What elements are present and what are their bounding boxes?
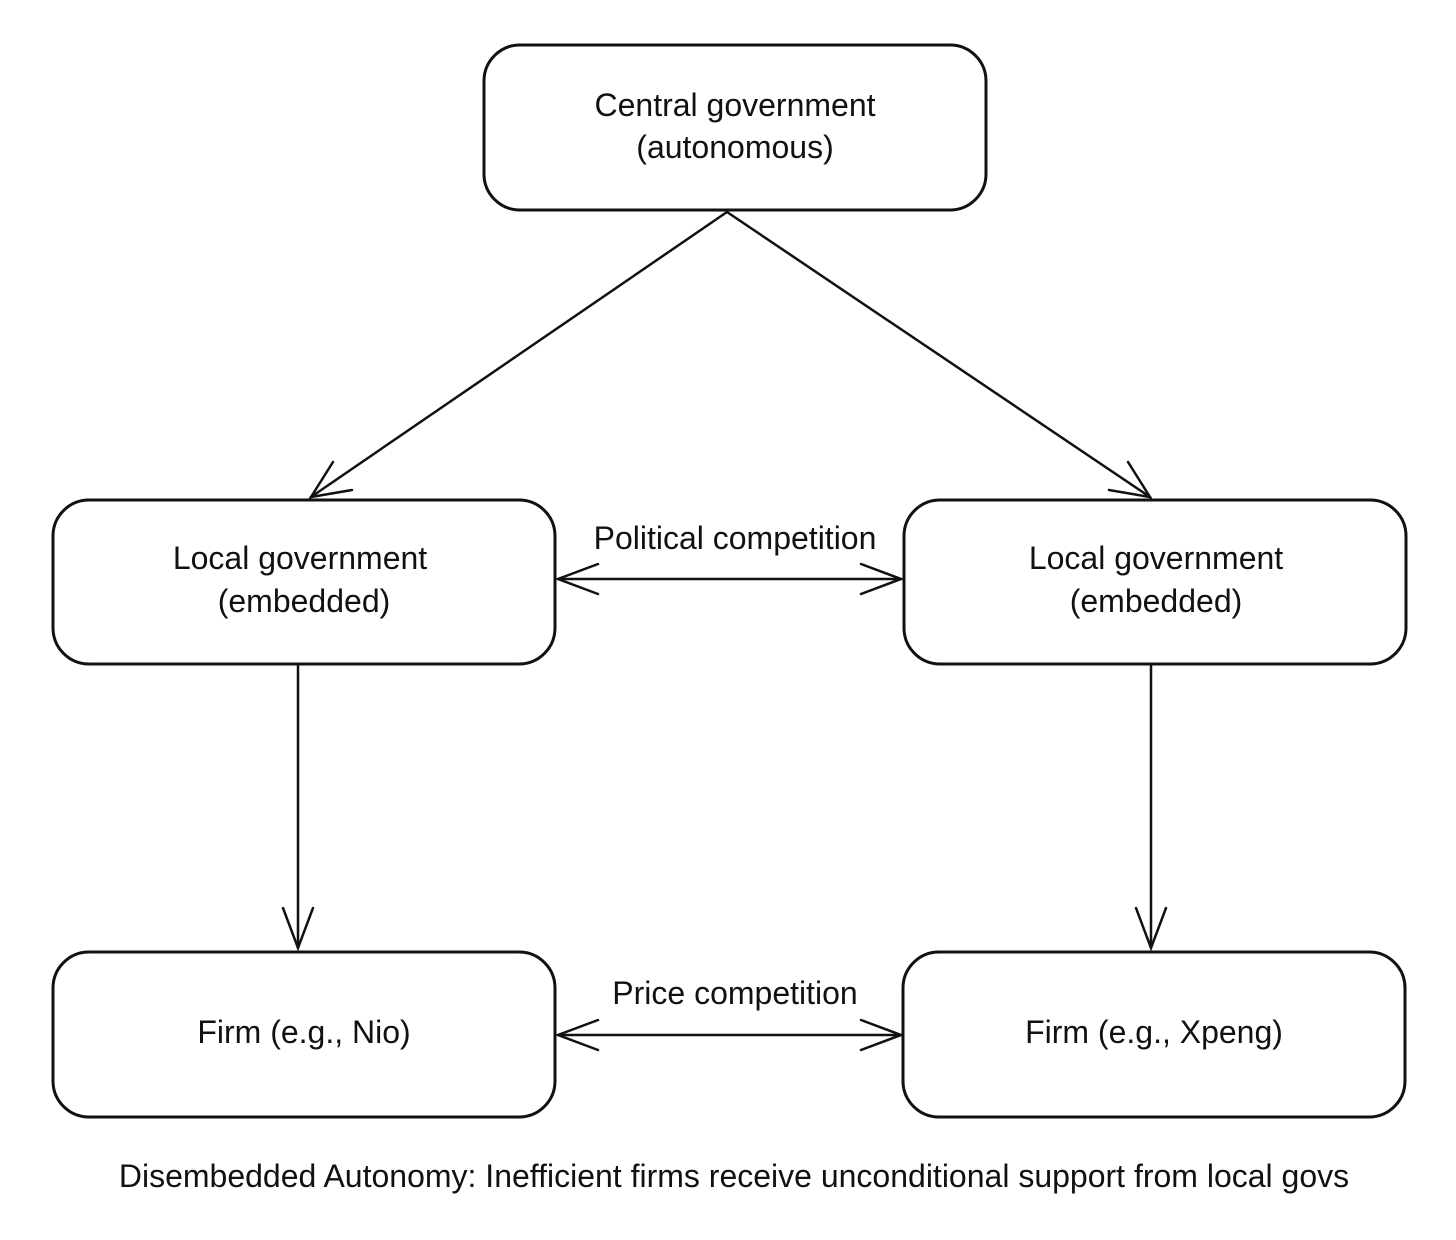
central-line1: Central government: [594, 87, 875, 123]
node-firm-left: Firm (e.g., Nio): [51, 950, 557, 1119]
central-line2: (autonomous): [636, 129, 833, 165]
node-local-government-left: Local government (embedded): [51, 498, 557, 666]
edge-price-competition: Price competition: [554, 975, 905, 1052]
arrowhead-icon: [859, 1018, 905, 1052]
political-competition-label: Political competition: [594, 520, 877, 556]
node-firm-right: Firm (e.g., Xpeng): [901, 950, 1407, 1119]
local-right-line1: Local government: [1029, 540, 1283, 576]
firm-left-label: Firm (e.g., Nio): [197, 1014, 410, 1050]
node-central-government: Central government (autonomous): [482, 43, 988, 212]
node-local-government-right: Local government (embedded): [902, 498, 1408, 666]
arrowhead-icon: [554, 562, 600, 596]
diagram-caption: Disembedded Autonomy: Inefficient firms …: [118, 1158, 1350, 1194]
edge-local-left-to-firm-left: [281, 664, 315, 952]
arrowhead-icon: [859, 562, 905, 596]
edge-local-right-to-firm-right: [1134, 664, 1168, 952]
edge-central-to-local-left: [308, 210, 729, 499]
edge-political-competition: Political competition: [554, 520, 905, 596]
local-left-line2: (embedded): [218, 583, 391, 619]
arrowhead-icon: [554, 1018, 600, 1052]
arrowhead-icon: [1107, 460, 1153, 499]
arrowhead-icon: [281, 906, 315, 952]
firm-right-label: Firm (e.g., Xpeng): [1025, 1014, 1283, 1050]
arrowhead-icon: [1134, 906, 1168, 952]
arrowhead-icon: [308, 460, 354, 499]
local-left-line1: Local government: [173, 540, 427, 576]
local-right-line2: (embedded): [1070, 583, 1243, 619]
price-competition-label: Price competition: [612, 975, 857, 1011]
edge-central-to-local-right: [725, 210, 1153, 499]
